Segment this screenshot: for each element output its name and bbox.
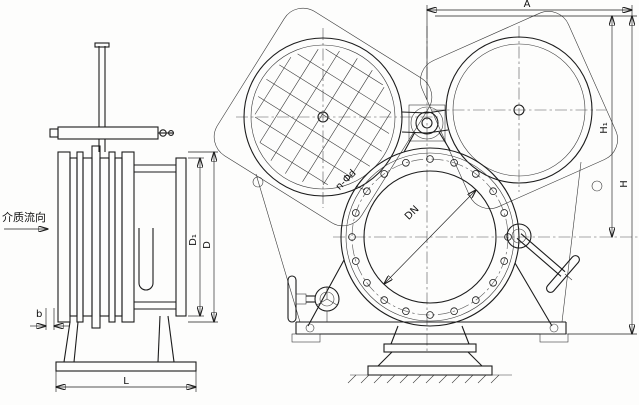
dim-label-h1: H₁ xyxy=(599,122,610,134)
dim-label-d: D xyxy=(202,241,213,249)
left-handwheel xyxy=(287,275,340,323)
valve-stem xyxy=(94,42,110,127)
sieve-disc xyxy=(213,7,433,227)
ground-hatch xyxy=(347,374,500,384)
right-handwheel xyxy=(506,223,580,293)
plate-hole xyxy=(252,176,264,188)
side-view-base xyxy=(55,315,197,372)
pedestal-base xyxy=(347,325,512,384)
flow-direction-label: 介质流向 xyxy=(2,210,46,224)
plate-hole xyxy=(591,180,603,192)
front-view xyxy=(213,7,638,384)
main-flange xyxy=(340,147,520,327)
dim-label-h: H xyxy=(619,180,630,188)
lifting-loop xyxy=(138,228,154,291)
actuator-rod xyxy=(49,126,174,152)
dim-label-d1: D₁ xyxy=(188,234,199,246)
side-view xyxy=(49,42,197,372)
pivot-bearing xyxy=(401,104,449,142)
sieve-mesh xyxy=(254,48,392,186)
side-view-dimensions: 介质流向 b D₁ D L xyxy=(2,152,218,392)
flange-bolt-holes xyxy=(348,155,512,319)
dim-label-l: L xyxy=(123,376,129,387)
sieve-plate-outline xyxy=(213,7,433,227)
valve-body-plates xyxy=(57,145,135,329)
pipe-spool xyxy=(134,157,187,317)
dim-label-dn: DN xyxy=(403,204,422,223)
dim-label-a: A xyxy=(524,0,531,10)
dim-label-b: b xyxy=(36,309,42,320)
valve-frame xyxy=(255,131,582,343)
